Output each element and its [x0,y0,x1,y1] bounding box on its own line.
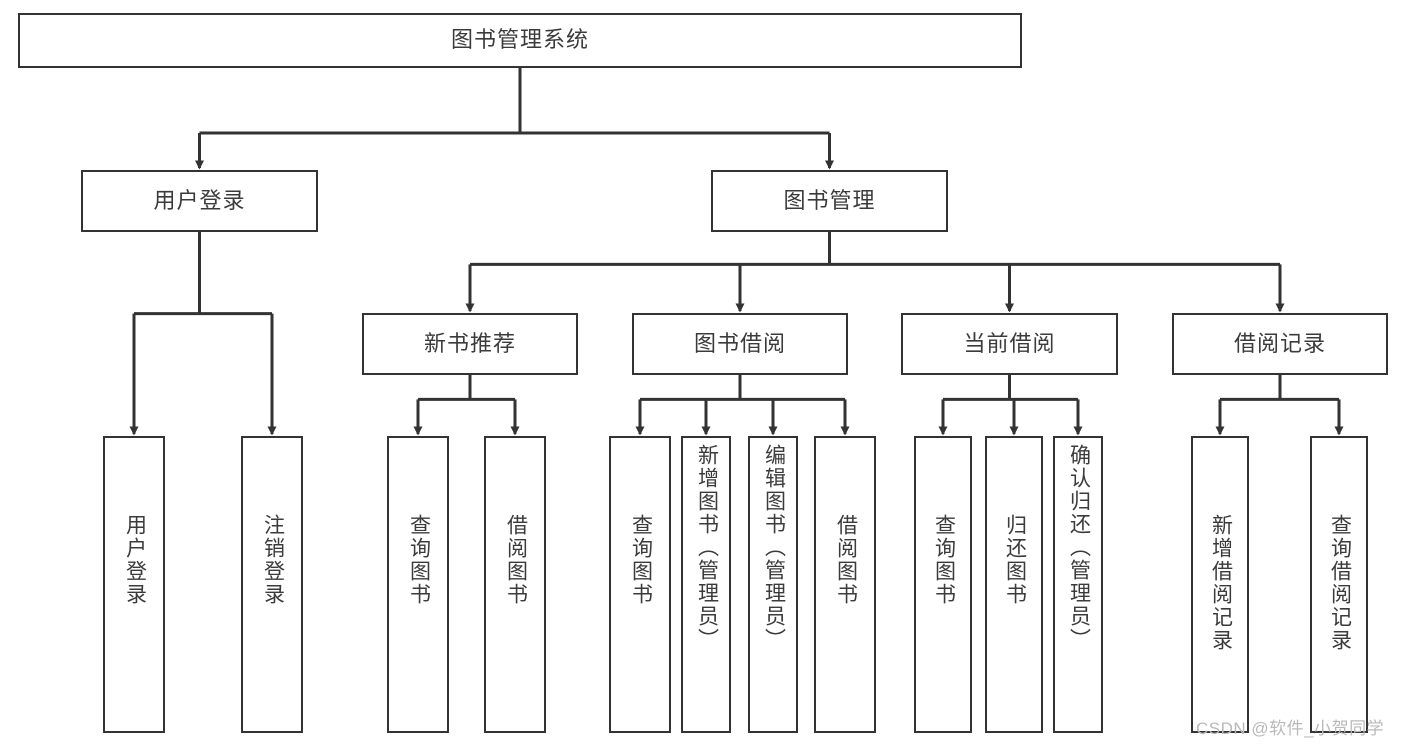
node-label: 新增借阅记录 [1209,514,1233,652]
node-label: 用户登录 [123,514,147,606]
node-label: 确认归还（管理员） [1067,444,1091,651]
node-label: 用户登录 [153,187,246,213]
node-leaf-10[interactable]: 归还图书 [985,436,1043,733]
node-label: 查询借阅记录 [1328,514,1352,652]
node-label: 图书管理 [783,187,876,213]
node-leaf-13[interactable]: 查询借阅记录 [1310,436,1368,733]
node-new-rec[interactable]: 新书推荐 [362,313,578,375]
node-leaf-1[interactable]: 用户登录 [103,436,165,733]
node-records[interactable]: 借阅记录 [1172,313,1388,375]
node-root[interactable]: 图书管理系统 [18,13,1022,68]
node-label: 注销登录 [261,514,285,606]
node-leaf-2[interactable]: 注销登录 [241,436,303,733]
node-label: 查询图书 [629,514,653,606]
node-label: 归还图书 [1003,514,1027,606]
node-current[interactable]: 当前借阅 [901,313,1118,375]
node-leaf-9[interactable]: 查询图书 [914,436,972,733]
node-label: 新书推荐 [423,330,516,356]
node-label: 新增图书（管理员） [695,444,719,651]
node-leaf-12[interactable]: 新增借阅记录 [1191,436,1249,733]
node-leaf-7[interactable]: 编辑图书（管理员） [748,436,798,733]
node-leaf-3[interactable]: 查询图书 [387,436,449,733]
node-label: 图书借阅 [693,330,786,356]
node-label: 查询图书 [932,514,956,606]
node-leaf-8[interactable]: 借阅图书 [814,436,876,733]
node-leaf-6[interactable]: 新增图书（管理员） [681,436,731,733]
node-label: 图书管理系统 [450,27,589,53]
node-leaf-11[interactable]: 确认归还（管理员） [1053,436,1103,733]
node-label: 借阅图书 [504,514,528,606]
node-user-login[interactable]: 用户登录 [81,170,318,232]
node-label: 借阅记录 [1233,330,1326,356]
node-label: 查询图书 [407,514,431,606]
node-label: 借阅图书 [834,514,858,606]
node-label: 编辑图书（管理员） [762,444,786,651]
node-leaf-4[interactable]: 借阅图书 [484,436,546,733]
node-book-manage[interactable]: 图书管理 [711,170,948,232]
node-leaf-5[interactable]: 查询图书 [609,436,671,733]
csdn-watermark: CSDN @软件_小贺同学 [1196,719,1385,738]
node-borrow[interactable]: 图书借阅 [632,313,848,375]
node-label: 当前借阅 [963,330,1056,356]
